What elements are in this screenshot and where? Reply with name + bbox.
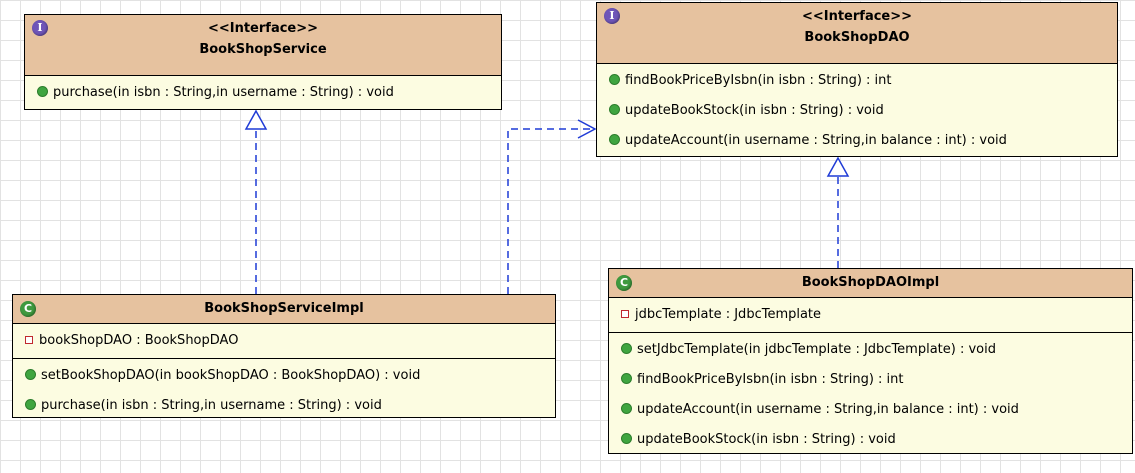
class-name: BookShopServiceImpl	[204, 301, 364, 316]
attributes-compartment: jdbcTemplate : JdbcTemplate	[609, 298, 1132, 333]
public-method-icon	[37, 86, 48, 97]
interface-stereotype: <<Interface>>	[801, 9, 913, 24]
public-method-icon	[609, 74, 620, 85]
bookshop-service-impl-class[interactable]: C BookShopServiceImpl bookShopDAO : Book…	[12, 294, 556, 418]
class-icon: C	[20, 301, 36, 317]
method-signature: setJdbcTemplate(in jdbcTemplate : JdbcTe…	[637, 342, 996, 357]
public-method-icon	[621, 433, 632, 444]
interface-name: BookShopService	[199, 42, 327, 57]
attribute-signature: jdbcTemplate : JdbcTemplate	[635, 307, 822, 322]
bookshop-service-interface[interactable]: I <<Interface>> BookShopService purchase…	[24, 14, 502, 110]
attribute-signature: bookShopDAO : BookShopDAO	[39, 333, 239, 348]
methods-compartment: setJdbcTemplate(in jdbcTemplate : JdbcTe…	[609, 333, 1132, 457]
bookshop-dao-impl-class[interactable]: C BookShopDAOImpl jdbcTemplate : JdbcTem…	[608, 268, 1133, 454]
bookshop-dao-header: I <<Interface>> BookShopDAO	[597, 3, 1117, 64]
public-method-icon	[25, 399, 36, 410]
interface-icon: I	[604, 8, 620, 24]
public-method-icon	[25, 369, 36, 380]
realization-arrowhead-dao	[826, 156, 850, 177]
private-field-icon	[621, 310, 629, 318]
method-item: setJdbcTemplate(in jdbcTemplate : JdbcTe…	[609, 335, 1132, 365]
interface-name: BookShopDAO	[804, 30, 910, 45]
bookshop-dao-interface[interactable]: I <<Interface>> BookShopDAO findBookPric…	[596, 2, 1118, 157]
realization-arrowhead-service	[244, 109, 268, 130]
dependency-line-dao	[507, 128, 594, 294]
method-item: findBookPriceByIsbn(in isbn : String) : …	[609, 365, 1132, 395]
method-signature: updateBookStock(in isbn : String) : void	[625, 103, 884, 118]
method-item: updateAccount(in username : String,in ba…	[609, 395, 1132, 425]
private-field-icon	[25, 336, 33, 344]
method-item: setBookShopDAO(in bookShopDAO : BookShop…	[13, 361, 555, 391]
method-signature: updateAccount(in username : String,in ba…	[625, 133, 1007, 148]
method-item: purchase(in isbn : String,in username : …	[13, 391, 555, 421]
method-signature: purchase(in isbn : String,in username : …	[41, 398, 382, 413]
public-method-icon	[609, 134, 620, 145]
method-item: updateBookStock(in isbn : String) : void	[609, 425, 1132, 455]
dependency-arrowhead-dao	[577, 119, 597, 139]
bookshop-dao-impl-header: C BookShopDAOImpl	[609, 269, 1132, 298]
attributes-compartment: bookShopDAO : BookShopDAO	[13, 324, 555, 359]
bookshop-service-header: I <<Interface>> BookShopService	[25, 15, 501, 76]
attribute-item: jdbcTemplate : JdbcTemplate	[609, 300, 1132, 330]
method-item: purchase(in isbn : String,in username : …	[25, 78, 501, 108]
public-method-icon	[609, 104, 620, 115]
methods-compartment: findBookPriceByIsbn(in isbn : String) : …	[597, 64, 1117, 158]
method-signature: setBookShopDAO(in bookShopDAO : BookShop…	[41, 368, 421, 383]
public-method-icon	[621, 403, 632, 414]
method-signature: findBookPriceByIsbn(in isbn : String) : …	[637, 372, 904, 387]
method-signature: updateAccount(in username : String,in ba…	[637, 402, 1019, 417]
methods-compartment: setBookShopDAO(in bookShopDAO : BookShop…	[13, 359, 555, 423]
public-method-icon	[621, 373, 632, 384]
method-signature: purchase(in isbn : String,in username : …	[53, 85, 394, 100]
interface-stereotype: <<Interface>>	[207, 21, 319, 36]
methods-compartment: purchase(in isbn : String,in username : …	[25, 76, 501, 110]
bookshop-service-impl-header: C BookShopServiceImpl	[13, 295, 555, 324]
attribute-item: bookShopDAO : BookShopDAO	[13, 326, 555, 356]
method-item: updateBookStock(in isbn : String) : void	[597, 96, 1117, 126]
method-signature: updateBookStock(in isbn : String) : void	[637, 432, 896, 447]
method-item: updateAccount(in username : String,in ba…	[597, 126, 1117, 156]
class-name: BookShopDAOImpl	[801, 275, 940, 290]
interface-icon: I	[32, 20, 48, 36]
method-signature: findBookPriceByIsbn(in isbn : String) : …	[625, 73, 892, 88]
public-method-icon	[621, 343, 632, 354]
method-item: findBookPriceByIsbn(in isbn : String) : …	[597, 66, 1117, 96]
class-icon: C	[616, 275, 632, 291]
